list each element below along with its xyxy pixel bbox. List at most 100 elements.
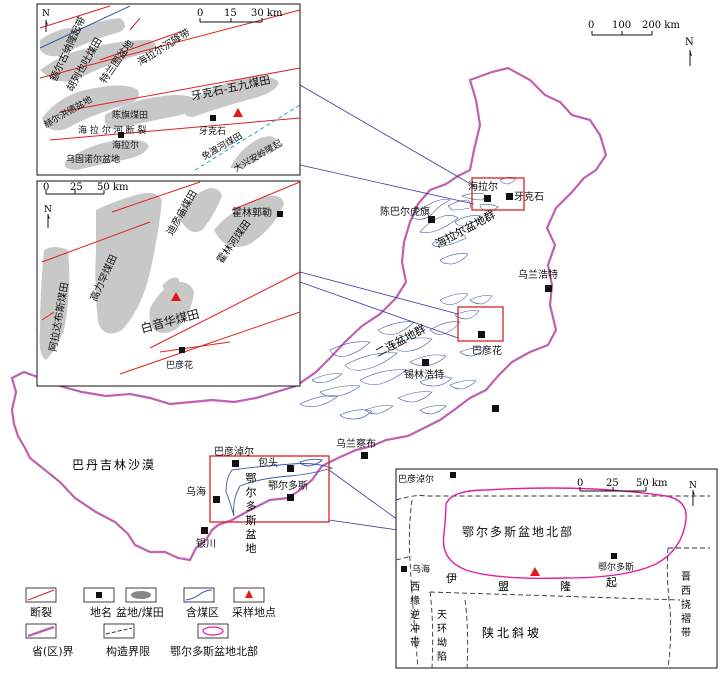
inset-bayinhua-faults <box>41 181 301 375</box>
province-border <box>10 66 608 562</box>
svg-text:尔: 尔 <box>246 486 257 499</box>
label-hailar: 海拉尔 <box>468 180 498 193</box>
inset-bayinhua-north: N <box>44 205 52 228</box>
svg-text:带: 带 <box>410 637 420 649</box>
marker-chenbaerhu <box>428 216 435 223</box>
svg-text:环: 环 <box>437 624 447 635</box>
main-scale-200: 200 km <box>642 20 680 31</box>
label-yinchuan: 银川 <box>196 537 216 550</box>
svg-text:0: 0 <box>577 478 583 489</box>
svg-text:隆: 隆 <box>560 579 571 593</box>
marker-baotou <box>287 465 294 472</box>
svg-text:坳: 坳 <box>437 636 447 649</box>
main-north-arrow: N <box>685 37 694 66</box>
svg-text:盟: 盟 <box>498 580 509 593</box>
label-wulanchabu: 乌兰察布 <box>336 437 376 450</box>
svg-text:30 km: 30 km <box>251 8 283 19</box>
svg-text:鄂: 鄂 <box>246 472 257 485</box>
label-wuhai: 乌海 <box>186 485 206 498</box>
inset-hailar-hailar-city: 海拉尔 <box>112 139 139 151</box>
inset-ordos-marker-bayannur <box>450 472 456 478</box>
inset-hailar-faults <box>39 5 301 141</box>
label-ordos-basin: 鄂 尔 多 斯 盆 地 <box>246 472 257 555</box>
label-baotou: 包头 <box>258 456 278 469</box>
main-scale-0: 0 <box>588 20 594 31</box>
marker-ordos <box>287 494 294 501</box>
marker-yakeshi <box>506 193 513 200</box>
frame-bayinhua <box>457 306 504 342</box>
coal-areas-hailar <box>411 177 517 265</box>
connector-lines <box>299 84 475 531</box>
label-badain-jaran: 巴丹吉林沙漠 <box>72 458 156 472</box>
main-scale-100: 100 <box>612 20 631 31</box>
inset-ordos-frame <box>395 468 718 669</box>
inset-ordos-jinxi: 晋 西 挠 褶 带 <box>681 571 691 639</box>
svg-text:N: N <box>685 37 694 48</box>
marker-bayannaoer <box>232 460 239 467</box>
legend-province: 省(区)界 <box>32 645 74 658</box>
inset-ordos-shanbei: 陕北斜坡 <box>482 625 542 640</box>
inset-bayinhua-marker-bayinhua <box>179 347 185 353</box>
inset-bayinhua-scale <box>45 190 105 195</box>
svg-text:晋: 晋 <box>681 571 691 583</box>
svg-text:天: 天 <box>437 610 447 621</box>
inset-hailar-chenqi: 陈旗煤田 <box>112 109 148 121</box>
svg-text:盆: 盆 <box>246 527 257 541</box>
svg-text:冲: 冲 <box>410 622 420 635</box>
label-ordos: 鄂尔多斯 <box>268 479 308 492</box>
legend-coal-area: 含煤区 <box>186 605 219 619</box>
inset-bayinhua-bayinhua-city: 巴彦花 <box>166 359 193 371</box>
inset-ordos-scale <box>579 487 647 492</box>
svg-text:N: N <box>42 9 50 19</box>
legend-basin: 盆地/煤田 <box>116 605 164 619</box>
inset-ordos-north-outline <box>442 487 687 580</box>
marker-hailar <box>484 195 491 202</box>
inset-hailar-scale <box>199 18 263 23</box>
inset-bayinhua-marker-huolinguole <box>277 211 283 217</box>
inset-ordos-yimeng: 伊 盟 隆 起 <box>446 572 617 593</box>
inset-hailar-wugu: 乌固诺尔盆地 <box>66 153 120 165</box>
legend <box>25 587 265 639</box>
svg-text:多: 多 <box>246 499 257 513</box>
svg-text:伊: 伊 <box>446 572 457 585</box>
label-wulanhaote: 乌兰浩特 <box>518 268 558 281</box>
inset-ordos-north: N <box>689 481 697 506</box>
coal-areas-erlian <box>299 293 493 420</box>
marker-yinchuan <box>201 527 208 534</box>
svg-text:N: N <box>689 481 697 491</box>
inset-ordos-xiyuan: 西 缘 逆 冲 带 <box>410 582 420 649</box>
svg-text:50 km: 50 km <box>97 182 129 193</box>
label-chenbaerhu: 陈巴尔虎旗 <box>380 205 430 218</box>
svg-text:地: 地 <box>246 542 257 555</box>
marker-wulanhaote <box>545 285 552 292</box>
inset-hailar-fault-blue <box>39 5 131 49</box>
inset-ordos-marker-ordos <box>611 553 617 559</box>
legend-place: 地名 <box>90 605 112 619</box>
legend-fault: 断裂 <box>30 605 52 619</box>
inset-hailar-yakeshi-city: 牙克石 <box>199 126 226 137</box>
svg-text:带: 带 <box>681 627 691 639</box>
svg-text:N: N <box>44 205 52 215</box>
svg-text:缘: 缘 <box>410 594 420 607</box>
coal-areas-ordos <box>225 458 334 517</box>
marker-bayanhua <box>478 331 485 338</box>
label-yakeshi: 牙克石 <box>514 191 544 203</box>
inset-ordos-bayannur: 巴彦淖尔 <box>398 473 434 485</box>
svg-text:陷: 陷 <box>437 650 447 663</box>
label-bayanhua: 巴彦花 <box>472 344 502 357</box>
inset-hailar-marker-hailar <box>118 132 124 138</box>
inset-ordos-tectonic <box>395 495 710 669</box>
inset-hailar-fault-name: 海 拉 尔 河 断 裂 <box>78 124 146 136</box>
legend-sample: 采样地点 <box>232 605 276 619</box>
frame-ordos <box>209 455 330 523</box>
marker-wulanchabu <box>361 452 368 459</box>
main-scale-bar <box>591 31 653 36</box>
svg-text:斯: 斯 <box>246 514 257 527</box>
svg-text:西: 西 <box>681 586 691 597</box>
frame-hailar <box>471 177 525 211</box>
svg-text:西: 西 <box>410 582 420 593</box>
svg-text:0: 0 <box>197 8 203 19</box>
inset-ordos-marker-wuhai <box>401 566 407 572</box>
svg-text:50 km: 50 km <box>636 478 668 489</box>
inset-bayinhua-sample-marker <box>171 292 181 301</box>
